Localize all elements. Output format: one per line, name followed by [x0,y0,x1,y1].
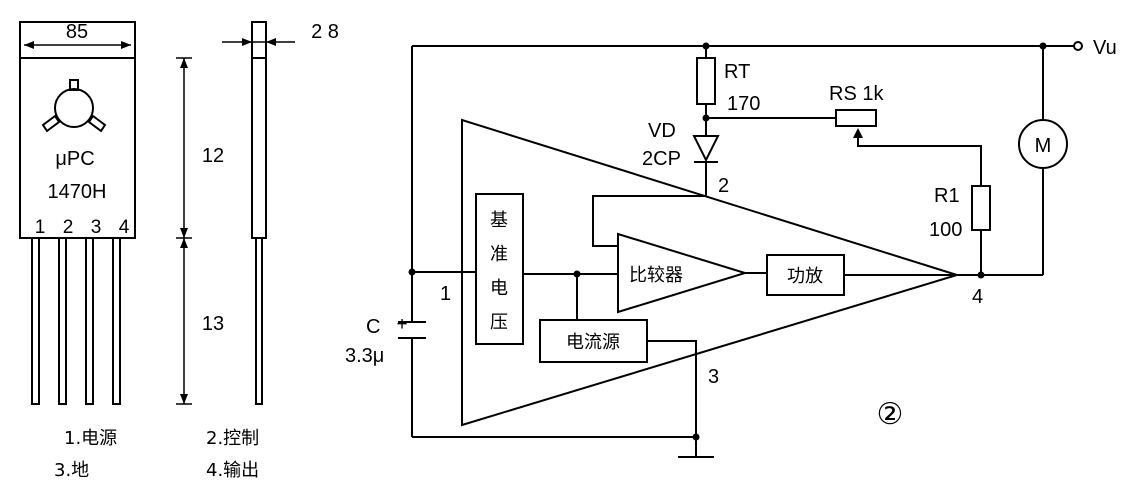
figure-number: ② [877,397,904,432]
pin1-label: 1 [440,283,451,305]
package-front-view: 85 μPC 1470H 1 2 3 4 [19,21,136,405]
lead-1 [31,237,40,405]
arrow-right-icon-2 [242,38,252,46]
arrow-left-icon-2 [266,38,276,46]
r1-label: R1 [934,185,960,207]
vd-diode [692,135,720,163]
arrow-right-icon [121,41,131,49]
thickness-label: 2 8 [311,21,339,43]
arrow-up-icon-2 [180,238,188,248]
vd-value: 2CP [642,148,681,170]
wiper-arrow-icon [853,128,863,138]
side-lead [255,237,263,405]
power-amp-label: 功放 [787,266,823,287]
legend-pin2: 2.控制 [206,428,259,449]
vd-label: VD [648,120,676,142]
reference-voltage-block [475,193,524,345]
capacitor-plus-sign: + [396,314,407,335]
package-side-view: 12 13 2 8 [176,21,339,405]
pin4-label: 4 [972,286,983,308]
current-source-to-ground-wire [647,340,697,437]
arrow-left-icon [24,41,34,49]
mounting-hole-icon [54,88,94,128]
comparator-feedback-wire [592,195,706,247]
pin-number-4: 4 [119,217,130,238]
ref-char-2: 准 [490,244,508,265]
width-dimension-label: 85 [66,21,88,43]
legend-pin1: 1.电源 [64,428,117,449]
hole-spoke-top [69,79,79,91]
legend-pin3: 3.地 [54,460,89,481]
ref-char-4: 压 [490,312,508,333]
pin-number-3: 3 [91,217,102,238]
package-side-body [251,21,267,239]
hole-spoke-left [41,114,61,133]
current-source-label: 电流源 [566,332,620,353]
comparator-triangle [617,232,749,314]
part-name-line2: 1470H [48,181,107,203]
rt-resistor [696,57,716,105]
lead-4 [112,237,121,405]
rt-value: 170 [727,93,760,115]
rt-label: RT [724,61,750,83]
arrow-up-icon [180,58,188,68]
lead-2 [58,237,67,405]
rs-potentiometer [835,109,877,127]
pin2-label: 2 [718,175,729,197]
motor-label: M [1035,135,1052,157]
comparator-label: 比较器 [629,265,683,286]
upper-height-label: 12 [202,145,224,167]
lower-height-label: 13 [202,313,224,335]
ref-char-3: 电 [490,278,508,299]
capacitor-value: 3.3μ [345,345,384,367]
arrow-down-icon-2 [180,394,188,404]
capacitor-label: C [366,316,380,338]
rs-wiper-wire [857,136,982,186]
pin-number-2: 2 [63,217,74,238]
package-body [19,21,136,239]
junction-dot [977,271,985,279]
part-name-line1: μPC [55,148,94,170]
junction-dot [408,268,416,276]
ref-char-1: 基 [490,210,508,231]
circuit: Vu + C 3.3μ 1 基 准 电 压 电流源 3 [345,37,1117,458]
pin3-label: 3 [708,366,719,388]
lead-3 [85,237,94,405]
pin-number-1: 1 [35,217,46,238]
arrow-down-icon [180,228,188,238]
legend-pin4: 4.输出 [206,460,259,481]
hole-spoke-right [87,114,107,133]
supply-label: Vu [1093,37,1117,59]
r1-resistor [971,185,991,231]
rs-label: RS 1k [829,83,884,105]
r1-value: 100 [929,219,962,241]
supply-terminal [1073,41,1083,51]
